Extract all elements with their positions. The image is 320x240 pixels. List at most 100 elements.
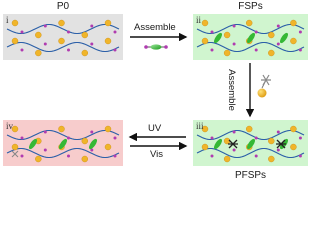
guest-molecule	[88, 138, 98, 150]
nanoparticle	[81, 31, 89, 39]
panel-ii-title: FSPs	[238, 1, 263, 12]
nanoparticle	[35, 31, 42, 39]
side-group	[20, 136, 24, 140]
guest-molecule	[279, 32, 289, 44]
nanoparticle	[245, 125, 253, 133]
nanoparticle	[223, 155, 231, 163]
side-group	[276, 42, 280, 46]
panel-iii-label: iii	[196, 121, 204, 131]
nanoparticle	[35, 49, 42, 57]
star-marker	[228, 139, 238, 149]
side-group	[43, 130, 47, 134]
side-group	[20, 48, 24, 52]
assemble-label-top: Assemble	[134, 22, 176, 33]
polymer-chain	[6, 129, 120, 141]
nanoparticle	[81, 137, 89, 145]
nanoparticle	[58, 125, 65, 133]
nanoparticle	[201, 19, 209, 27]
side-group	[232, 148, 236, 152]
side-group	[90, 24, 94, 28]
side-group	[43, 42, 47, 46]
nanoparticle	[58, 19, 65, 27]
guest-molecule	[28, 138, 38, 150]
nanoparticle	[245, 19, 253, 27]
panel-i-title: P0	[56, 1, 70, 12]
panel-iii-contents	[196, 125, 305, 163]
assemble-label-right: Assemble	[225, 69, 237, 111]
panel-iii-title: PFSPs	[234, 170, 267, 181]
side-group	[210, 154, 214, 158]
side-group	[67, 30, 70, 34]
nanoparticle	[290, 125, 297, 133]
side-group	[276, 148, 280, 152]
side-group	[276, 24, 280, 28]
polymer-chain	[196, 129, 305, 141]
nanoparticle	[268, 155, 275, 163]
side-group	[254, 154, 258, 158]
nanoparticle	[104, 19, 112, 27]
assembly-scheme: P0 FSPs PFSPs i ii iii iv Assemble UV Vi…	[3, 1, 308, 181]
polymer-chain	[196, 41, 305, 53]
guest-molecule	[246, 32, 256, 44]
side-group	[298, 136, 302, 140]
nanoparticle	[201, 125, 209, 133]
released-star	[11, 150, 19, 158]
side-group	[43, 148, 47, 152]
nanoparticle	[58, 37, 65, 45]
side-group	[210, 30, 214, 34]
star-nanoparticle-icon	[257, 74, 271, 98]
guest-molecule	[58, 138, 68, 150]
nanoparticle	[290, 19, 297, 27]
guest-molecule	[213, 138, 223, 150]
nanoparticle	[201, 37, 209, 45]
nanoparticle	[11, 37, 19, 45]
side-group	[254, 30, 258, 34]
side-group	[232, 130, 236, 134]
side-group	[113, 154, 117, 158]
nanoparticle	[268, 49, 275, 57]
vis-label: Vis	[150, 149, 164, 160]
side-group	[254, 136, 258, 140]
nanoparticle	[268, 137, 275, 145]
side-group	[67, 136, 70, 140]
guest-molecule	[246, 138, 256, 150]
panel-i-label: i	[6, 15, 9, 25]
panel-i-contents	[6, 19, 120, 57]
nanoparticle	[290, 37, 297, 45]
nanoparticle	[201, 143, 209, 151]
nanoparticle	[268, 31, 275, 39]
side-group	[254, 48, 258, 52]
side-group	[90, 130, 94, 134]
side-group	[113, 48, 117, 52]
polymer-chain	[6, 147, 120, 159]
nanoparticle	[104, 125, 112, 133]
side-group	[113, 30, 117, 34]
nanoparticle	[81, 155, 89, 163]
star-marker	[276, 139, 286, 149]
side-group	[232, 24, 236, 28]
nanoparticle	[223, 31, 231, 39]
side-group	[67, 48, 70, 52]
side-group	[298, 154, 302, 158]
nanoparticle	[104, 37, 112, 45]
side-group	[67, 154, 70, 158]
side-group	[113, 136, 117, 140]
nanoparticle	[104, 143, 112, 151]
nanoparticle	[81, 49, 89, 57]
nanoparticle	[290, 143, 297, 151]
side-group	[298, 48, 302, 52]
side-group	[232, 42, 236, 46]
nanoparticle	[11, 125, 19, 133]
panel-ii-contents	[196, 19, 305, 57]
nanoparticle	[223, 49, 231, 57]
side-group	[298, 30, 302, 34]
nanoparticle	[11, 19, 19, 27]
uv-label: UV	[148, 123, 162, 134]
polymer-chain	[196, 147, 305, 159]
panel-iv-label: iv	[6, 121, 14, 131]
side-group	[20, 154, 24, 158]
side-group	[90, 42, 94, 46]
guest-molecule-icon	[144, 44, 168, 50]
polymer-chain	[6, 41, 120, 53]
polymer-chain	[6, 23, 120, 35]
